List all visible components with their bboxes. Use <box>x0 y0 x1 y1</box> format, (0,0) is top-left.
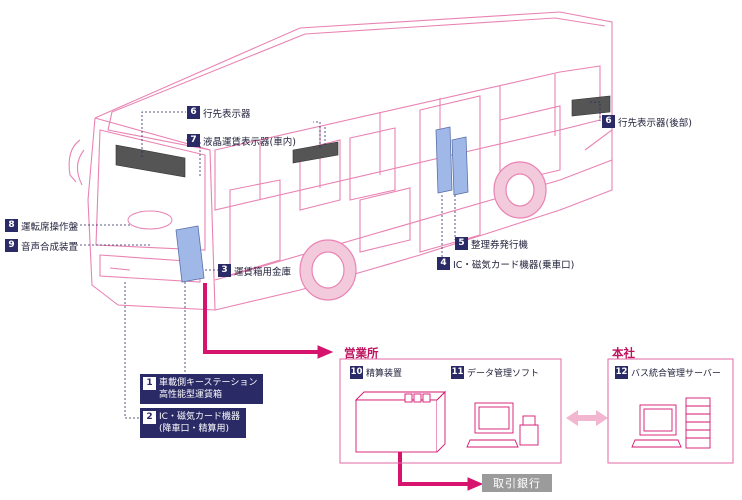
callout-line2: 高性能型運賃箱 <box>159 390 223 400</box>
bus-outline <box>68 11 613 311</box>
callout-ic-card-exit: 2 IC・磁気カード機器 (降車口・精算用) <box>140 408 246 438</box>
callout-number: 6 <box>602 115 615 128</box>
office-computer <box>466 402 539 448</box>
sync-arrow <box>566 410 608 426</box>
callout-label: 行先表示器(後部) <box>618 117 692 129</box>
callout-number: 9 <box>5 239 18 252</box>
callout-key-station-farebox: 1 車載側キーステーション 高性能型運賃箱 <box>140 374 264 404</box>
callout-driver-panel: 8 運転席操作盤 <box>5 218 78 233</box>
bus-wheels <box>299 161 547 301</box>
item-label: 精算装置 <box>366 369 403 379</box>
callout-number: 7 <box>187 134 200 147</box>
item-number: 11 <box>451 366 464 379</box>
callout-line1: IC・磁気カード機器 <box>159 412 240 422</box>
steering-wheel <box>127 210 173 230</box>
callout-label: 運賃箱用金庫 <box>234 266 292 278</box>
callout-ic-card-boarding: 4 IC・磁気カード機器(乗車口) <box>437 256 574 271</box>
callout-voice-synthesizer: 9 音声合成装置 <box>5 238 78 253</box>
panels <box>339 358 734 464</box>
item-number: 12 <box>615 366 628 379</box>
callout-label: IC・磁気カード機器(乗車口) <box>453 259 575 271</box>
server-label: 12 バス統合管理サーバー <box>615 366 721 379</box>
callout-number: 5 <box>455 237 468 250</box>
callout-line2: (降車口・精算用) <box>159 424 230 434</box>
callout-number: 1 <box>143 377 156 390</box>
callout-ticket-issuer: 5 整理券発行機 <box>455 236 528 251</box>
callout-destination-rear: 6 行先表示器(後部) <box>602 114 692 129</box>
fare-devices <box>175 126 469 283</box>
bank-label: 取引銀行 <box>482 474 552 492</box>
callout-line1: 車載側キーステーション <box>159 378 258 388</box>
hq-title: 本社 <box>612 346 635 360</box>
item-label: バス統合管理サーバー <box>631 369 721 379</box>
callout-label: 液晶運賃表示器(車内) <box>203 136 296 148</box>
callout-number: 4 <box>437 257 450 270</box>
callout-destination-front: 6 行先表示器 <box>187 105 251 120</box>
data-software-label: 11 データ管理ソフト <box>451 366 539 379</box>
callout-label: 運転席操作盤 <box>21 221 79 233</box>
settlement-device <box>354 390 447 453</box>
office-title: 営業所 <box>344 346 379 360</box>
callout-label: 行先表示器 <box>203 108 251 120</box>
callout-number: 3 <box>218 264 231 277</box>
item-number: 10 <box>350 366 363 379</box>
callout-label: 音声合成装置 <box>21 241 79 253</box>
callout-label: 整理券発行機 <box>471 239 529 251</box>
callout-lcd-fare-display: 7 液晶運賃表示器(車内) <box>187 133 296 148</box>
callout-number: 2 <box>143 411 156 424</box>
item-label: データ管理ソフト <box>467 369 540 379</box>
callout-number: 6 <box>187 106 200 119</box>
destination-displays <box>115 95 611 178</box>
callout-number: 8 <box>5 219 18 232</box>
hq-server <box>631 397 711 449</box>
callout-fare-safe: 3 運賃箱用金庫 <box>218 263 291 278</box>
settlement-device-label: 10 精算装置 <box>350 366 402 379</box>
